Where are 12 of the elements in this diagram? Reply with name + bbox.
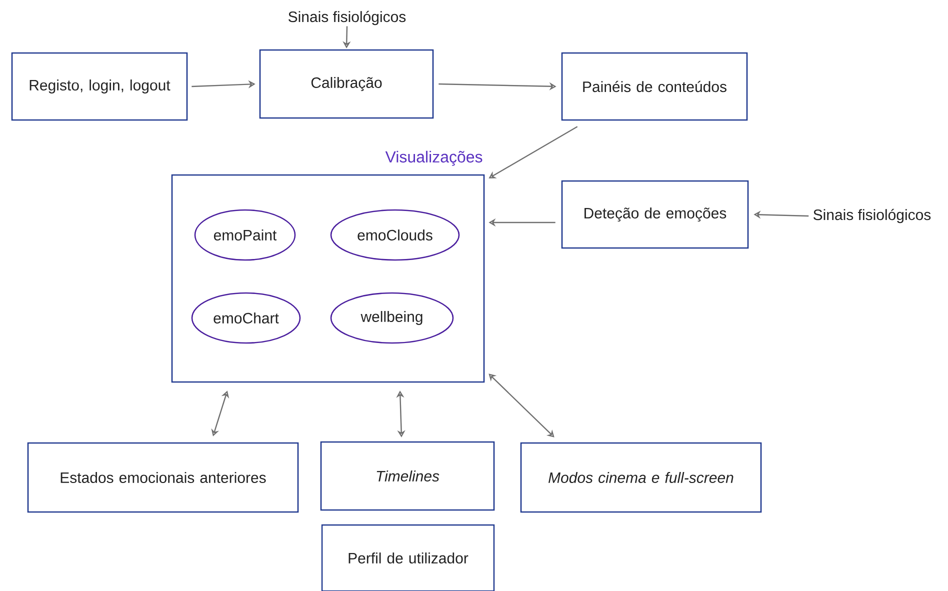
process-box: Modos cinema e full-screen <box>520 442 762 513</box>
process-box: Estados emocionais anteriores <box>27 442 299 513</box>
arrow <box>488 374 554 438</box>
signal-label: Sinais fisiológicos <box>813 208 931 224</box>
group-heading: Visualizações <box>385 150 482 166</box>
signal-label: Sinais fisiológicos <box>288 10 406 26</box>
process-box: Painéis de conteúdos <box>561 52 748 121</box>
process-box: Registo, login, logout <box>11 52 188 121</box>
process-box: Deteção de emoções <box>561 180 749 249</box>
process-box: Timelines <box>320 441 495 511</box>
process-box: Perfil de utilizador <box>321 524 495 591</box>
process-box: Calibração <box>259 49 434 119</box>
